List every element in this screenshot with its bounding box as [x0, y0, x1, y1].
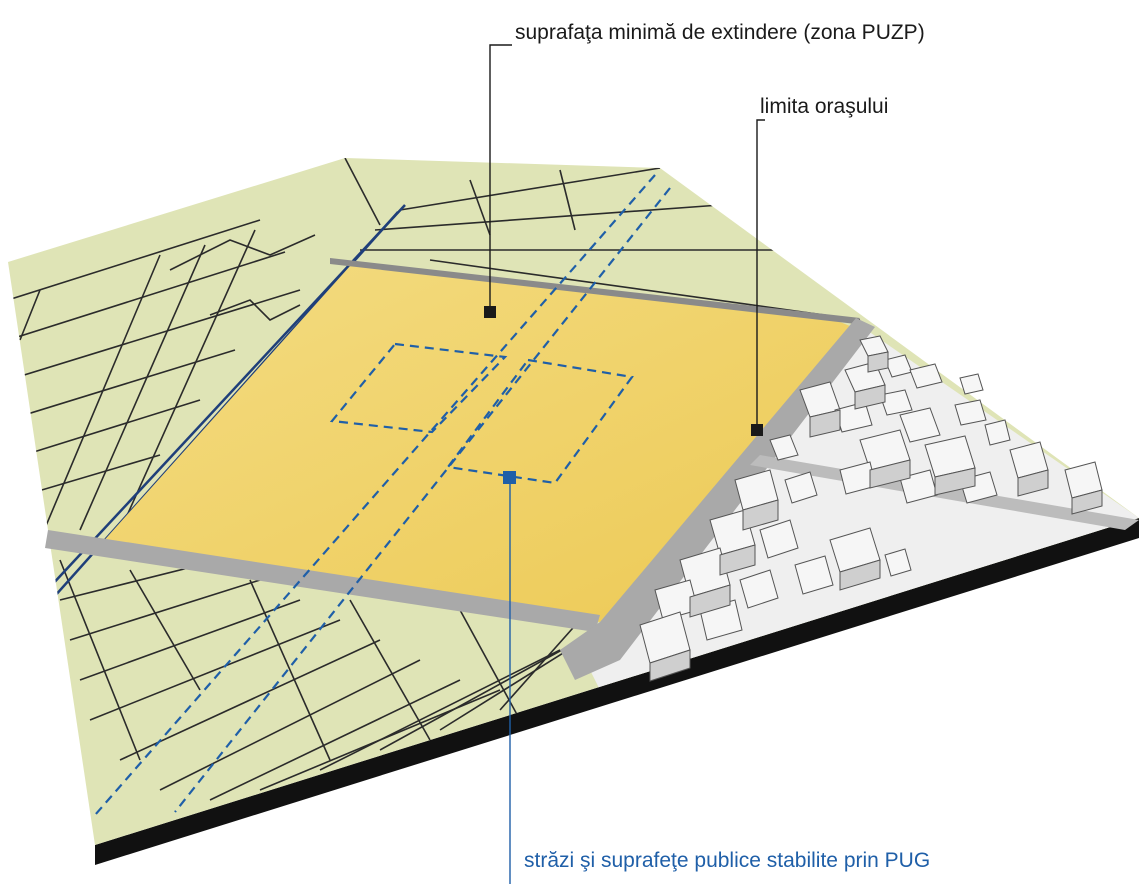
city-limit-marker — [751, 424, 763, 436]
extension-zone — [100, 266, 860, 622]
zone-marker — [484, 306, 496, 318]
buildings — [639, 335, 1103, 682]
terrain-base-edge — [95, 518, 1139, 865]
road-west-east — [45, 530, 600, 632]
planned-streets — [94, 174, 671, 816]
extension-zone-label: suprafaţa minimă de extindere (zona PUZP… — [515, 21, 925, 44]
city-limit-leader-line — [756, 119, 765, 430]
road-north-boundary — [330, 258, 860, 324]
main-road-city-limit — [560, 318, 875, 680]
zone-leader-line — [489, 44, 512, 312]
city-limit-label: limita oraşului — [760, 95, 889, 118]
streets-marker — [503, 471, 516, 484]
annotation-leaders — [484, 44, 765, 884]
public-streets-label: străzi şi suprafeţe publice stabilite pr… — [524, 849, 931, 872]
